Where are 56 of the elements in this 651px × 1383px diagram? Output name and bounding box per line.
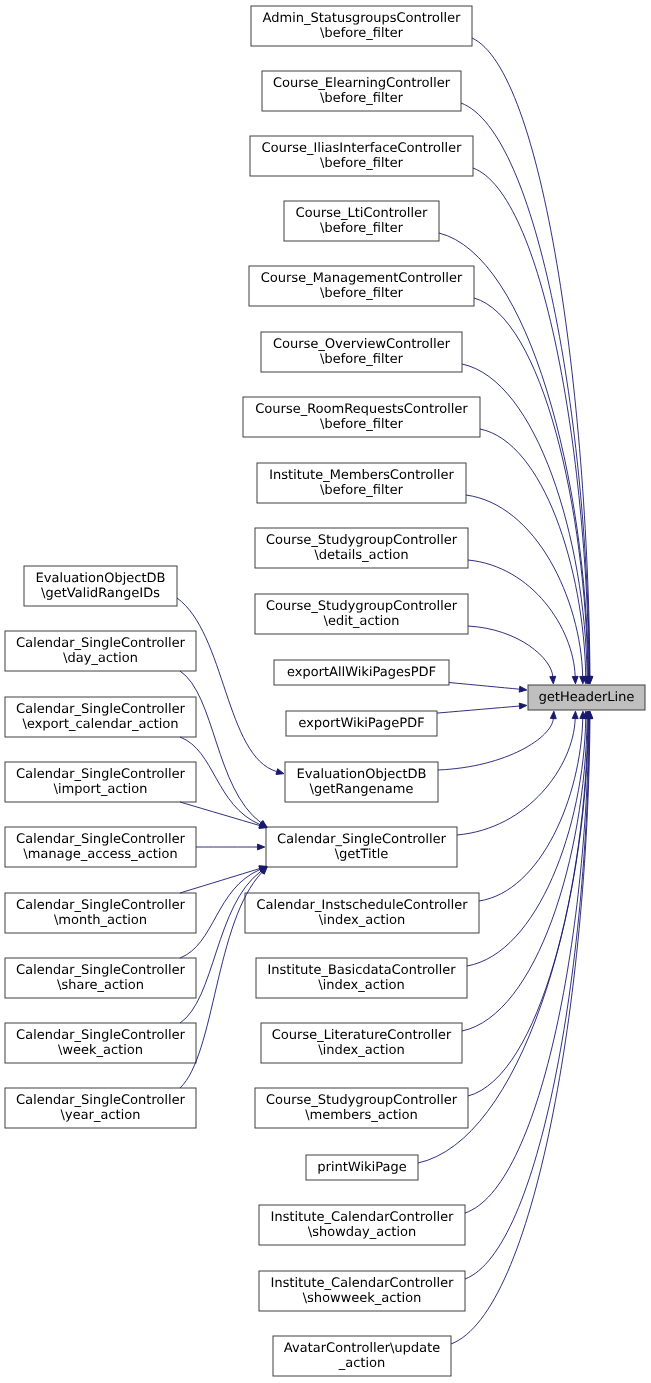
function-box: Institute_MembersController \before_filter bbox=[256, 462, 467, 504]
arrow bbox=[179, 866, 268, 1024]
function-box: Course_RoomRequestsController \before_filter bbox=[242, 396, 481, 438]
arrow bbox=[438, 232, 592, 685]
arrow bbox=[471, 37, 594, 685]
function-box: Institute_CalendarController \showweek_action bbox=[258, 1270, 466, 1312]
function-box: Institute_CalendarController \showday_action bbox=[258, 1204, 466, 1246]
function-box: Calendar_InstscheduleController \index_action bbox=[244, 892, 480, 934]
function-box: Calendar_SingleController \getTitle bbox=[265, 826, 458, 868]
function-box: Calendar_SingleController \manage_access_action bbox=[4, 826, 197, 868]
function-box: Calendar_SingleController \import_action bbox=[4, 761, 197, 803]
arrow bbox=[473, 297, 592, 685]
function-box: Institute_BasicdataController \index_action bbox=[255, 957, 468, 999]
function-box: Course_StudygroupController \edit_action bbox=[254, 593, 469, 635]
arrow bbox=[460, 102, 594, 685]
arrow bbox=[179, 670, 268, 828]
arrow bbox=[461, 710, 591, 1032]
function-box: Calendar_SingleController \month_action bbox=[4, 892, 197, 934]
function-box: Calendar_SingleController \day_action bbox=[4, 630, 197, 672]
function-box: Course_LtiController \before_filter bbox=[283, 200, 440, 242]
arrow bbox=[461, 363, 591, 685]
arrow bbox=[467, 625, 557, 685]
arrow bbox=[478, 710, 587, 902]
arrow bbox=[450, 710, 594, 1345]
function-box: Calendar_SingleController \export_calendar_action bbox=[4, 696, 197, 738]
arrow bbox=[467, 559, 579, 685]
function-box: Calendar_SingleController \week_action bbox=[4, 1022, 197, 1064]
function-box: EvaluationObjectDB \getValidRangeIDs bbox=[23, 565, 178, 607]
function-box: AvatarController\update _action bbox=[272, 1335, 452, 1377]
function-box: Calendar_SingleController \year_action bbox=[4, 1087, 197, 1129]
arrow bbox=[448, 682, 528, 693]
function-box: exportAllWikiPagesPDF bbox=[273, 659, 450, 686]
arrow bbox=[179, 866, 268, 1089]
arrow bbox=[465, 494, 587, 685]
function-box: exportWikiPagePDF bbox=[285, 710, 438, 737]
function-box: Course_StudygroupController \details_action bbox=[254, 527, 469, 569]
function-box: Course_IliasInterfaceController \before_filter bbox=[249, 135, 474, 177]
function-box: EvaluationObjectDB \getRangename bbox=[284, 761, 439, 803]
highlighted-function-box: getHeaderLine bbox=[527, 684, 646, 711]
function-box: Course_ElearningController \before_filter bbox=[261, 70, 462, 112]
function-box: Course_StudygroupController \members_action bbox=[254, 1087, 469, 1129]
arrow bbox=[472, 167, 593, 685]
arrow bbox=[436, 702, 528, 714]
function-box: Admin_StatusgroupsController \before_filter bbox=[250, 5, 473, 47]
arrow bbox=[176, 597, 285, 775]
arrow bbox=[417, 710, 592, 1164]
arrow bbox=[437, 710, 557, 771]
function-box: Course_LiteratureController \index_action bbox=[260, 1022, 463, 1064]
function-box: Course_ManagementController \before_filter bbox=[248, 265, 475, 307]
function-box: Course_OverviewController \before_filter bbox=[260, 331, 463, 373]
function-box: Calendar_SingleController \share_action bbox=[4, 957, 197, 999]
arrow bbox=[479, 428, 590, 685]
arrow bbox=[456, 710, 579, 836]
function-box: printWikiPage bbox=[305, 1154, 419, 1181]
arrow bbox=[195, 843, 266, 851]
arrow bbox=[179, 801, 268, 829]
